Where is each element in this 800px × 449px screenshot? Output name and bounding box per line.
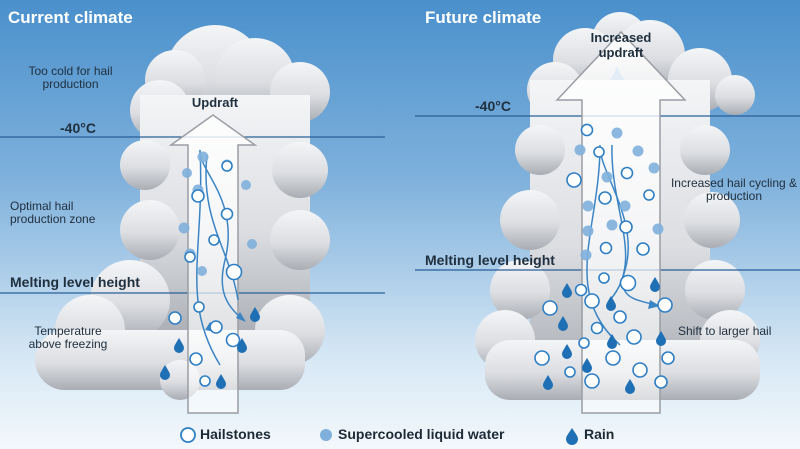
hailstone <box>632 362 648 378</box>
hailstone <box>208 234 220 246</box>
supercooled-droplet <box>197 151 209 163</box>
hailstone <box>593 146 605 158</box>
supercooled-droplet <box>182 168 192 178</box>
right-minus40-label: -40°C <box>475 98 511 114</box>
supercooled-droplet <box>574 144 586 156</box>
hailstone <box>574 283 588 297</box>
hailstone <box>566 172 582 188</box>
left-panel-title: Current climate <box>8 8 133 27</box>
hailstone <box>209 320 223 334</box>
hailstone <box>193 301 205 313</box>
right-note-bottom: Shift to larger hail <box>678 324 772 338</box>
raindrop <box>607 334 617 349</box>
right-note-mid: Increased hail cycling & production <box>670 176 798 203</box>
hailstone <box>584 293 600 309</box>
right-trajectory-arrowhead <box>648 300 660 309</box>
raindrop <box>558 316 568 331</box>
supercooled-droplet <box>197 266 207 276</box>
right-updraft-label: Increased updraft <box>590 30 652 60</box>
hailstone <box>620 166 634 180</box>
hailstone <box>220 207 234 221</box>
raindrop <box>656 331 666 346</box>
hailstone <box>613 310 627 324</box>
left-trajectory-arrowhead <box>236 312 246 322</box>
legend: Hailstones Supercooled liquid water Rain <box>0 420 800 449</box>
hailstone <box>590 321 604 335</box>
hailstone <box>225 332 241 348</box>
hailstone <box>643 189 655 201</box>
supercooled-droplet <box>178 222 190 234</box>
supercooled-droplet <box>247 239 257 249</box>
supercooled-droplet <box>606 219 618 231</box>
hailstone <box>578 337 590 349</box>
raindrop <box>160 365 170 380</box>
raindrop <box>562 283 572 298</box>
legend-hailstone-icon <box>180 427 196 443</box>
raindrop <box>216 374 226 389</box>
hailstone <box>168 311 182 325</box>
supercooled-droplet <box>619 200 631 212</box>
supercooled-droplet <box>580 249 592 261</box>
supercooled-droplet <box>648 162 660 174</box>
supercooled-droplet <box>601 171 613 183</box>
left-note-mid: Optimal hail production zone <box>10 199 96 226</box>
hailstone <box>619 274 637 292</box>
raindrop <box>562 344 572 359</box>
hailstone <box>598 272 610 284</box>
raindrop <box>237 338 247 353</box>
legend-rain-label: Rain <box>584 426 615 442</box>
raindrop <box>543 375 553 390</box>
supercooled-droplet <box>241 180 251 190</box>
hailstone <box>221 160 233 172</box>
raindrop <box>625 379 635 394</box>
supercooled-droplet <box>611 127 623 139</box>
hailstone <box>598 191 612 205</box>
raindrop <box>582 358 592 373</box>
hailstone <box>542 300 558 316</box>
hailstone <box>225 263 243 281</box>
hailstone <box>199 375 211 387</box>
hailstone <box>654 375 668 389</box>
hailstone <box>580 123 594 137</box>
hailstone <box>626 329 642 345</box>
hailstone <box>599 241 613 255</box>
hailstone <box>661 351 675 365</box>
left-minus40-label: -40°C <box>60 120 96 136</box>
supercooled-droplet <box>582 225 594 237</box>
right-panel-title: Future climate <box>425 8 542 27</box>
left-note-top: Too cold for hail production <box>28 64 113 91</box>
supercooled-droplet <box>632 145 644 157</box>
legend-rain-icon <box>566 428 578 445</box>
hailstone <box>534 350 550 366</box>
hailstone <box>636 242 650 256</box>
left-note-bottom: Temperature above freezing <box>28 324 108 351</box>
hailstone <box>657 297 673 313</box>
raindrop <box>606 296 616 311</box>
legend-supercooled-label: Supercooled liquid water <box>338 426 505 442</box>
left-melting-label: Melting level height <box>10 274 140 290</box>
hailstone <box>584 373 600 389</box>
hailstone <box>189 352 203 366</box>
left-hail-trajectory <box>196 149 243 366</box>
raindrop <box>174 338 184 353</box>
supercooled-droplet <box>652 223 664 235</box>
hailstone <box>564 366 576 378</box>
legend-supercooled-icon <box>320 429 332 441</box>
hailstone <box>191 189 205 203</box>
hailstone <box>184 251 196 263</box>
legend-hailstones-label: Hailstones <box>200 426 271 442</box>
raindrop <box>250 307 260 322</box>
supercooled-droplet <box>582 200 594 212</box>
hailstone <box>619 220 633 234</box>
right-melting-label: Melting level height <box>425 252 555 268</box>
hailstone <box>605 350 621 366</box>
left-updraft-label: Updraft <box>191 95 239 110</box>
raindrop <box>650 277 660 292</box>
